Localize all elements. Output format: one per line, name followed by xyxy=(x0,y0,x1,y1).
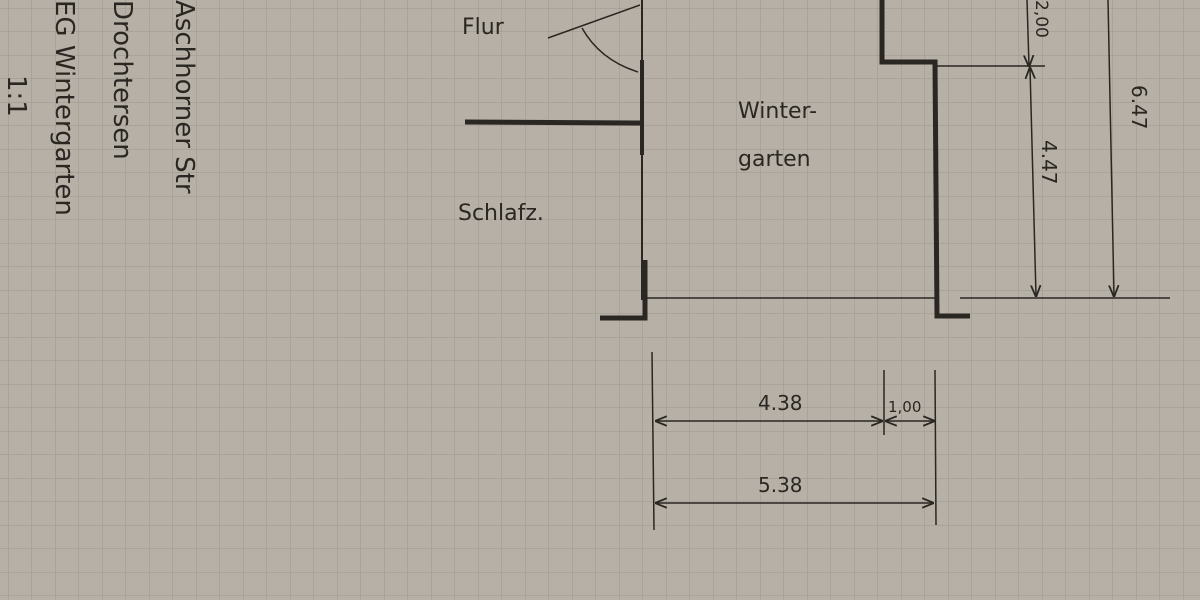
dim-label-4-47: 4.47 xyxy=(1037,140,1061,185)
room-label-conservatory-1: Winter- xyxy=(738,99,817,124)
dim-line-2-00 xyxy=(1027,0,1029,66)
street-note: Aschhorner Str xyxy=(169,0,199,194)
dimension-lines xyxy=(651,0,1114,531)
dim-label-5-38: 5.38 xyxy=(758,473,803,497)
scale-note: 1:1 xyxy=(1,75,31,117)
walls xyxy=(464,0,1170,321)
dim-label-1-00: 1,00 xyxy=(888,398,921,416)
header-notes: Aschhorner Str Drochtersen EG Wintergart… xyxy=(1,0,199,216)
dim-label-2-00: 2,00 xyxy=(1031,0,1051,38)
dim-line-6-47 xyxy=(1107,0,1114,296)
dim-extension-right xyxy=(934,369,937,526)
left-wall-corner xyxy=(600,260,648,321)
door-leaf xyxy=(547,4,641,39)
room-label-hall: Flur xyxy=(462,15,505,40)
room-label-bedroom: Schlafz. xyxy=(458,201,544,226)
room-labels: Flur Schlafz. Winter- garten xyxy=(458,15,817,226)
dim-extension-left xyxy=(651,351,655,531)
town-note: Drochtersen xyxy=(107,0,137,160)
dim-label-4-38: 4.38 xyxy=(758,391,803,415)
interior-wall xyxy=(464,119,641,126)
room-label-conservatory-2: garten xyxy=(738,147,811,172)
floor-note: EG Wintergarten xyxy=(49,0,79,216)
door-swing-arc xyxy=(581,27,639,73)
right-wall xyxy=(879,0,970,319)
dim-label-6-47: 6.47 xyxy=(1127,85,1151,130)
dimension-labels: 2,00 4.47 6.47 4.38 1,00 5.38 xyxy=(758,0,1151,497)
dim-line-4-47 xyxy=(1030,68,1036,296)
